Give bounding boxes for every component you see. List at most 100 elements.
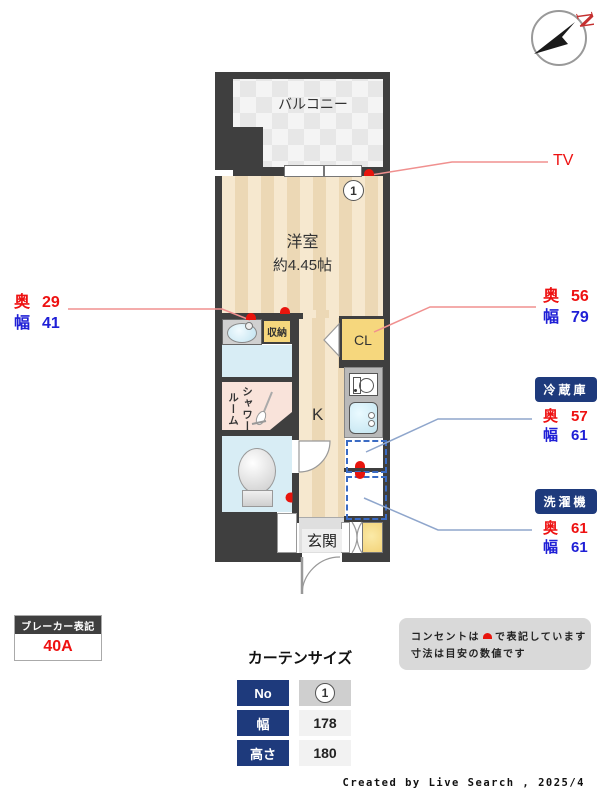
- shower-label-1: シャワー: [241, 386, 253, 432]
- closet-width-value: 79: [571, 309, 589, 326]
- stove-burner: [359, 378, 374, 393]
- closet-door-icon: [323, 322, 340, 358]
- window-number: 1: [350, 183, 357, 198]
- shower-hose: [262, 391, 273, 415]
- window-divider: [323, 166, 325, 176]
- washer-badge: 洗濯機: [535, 489, 597, 514]
- vanity-depth-value: 29: [42, 294, 60, 311]
- fridge-width-value: 61: [571, 427, 588, 444]
- storage-box: 収納: [262, 319, 292, 344]
- wall-bottom-left-block: [215, 512, 277, 553]
- stove: [349, 373, 378, 396]
- curtain-row-height-cell: 180: [299, 740, 351, 766]
- toilet-tank: [242, 490, 273, 507]
- breaker-title: ブレーカー表記: [15, 616, 101, 634]
- washroom-floor: [222, 345, 292, 377]
- kitchen-label: K: [312, 405, 324, 424]
- compass: N: [531, 7, 594, 66]
- window: [284, 165, 362, 177]
- tv-label: TV: [553, 152, 574, 169]
- wall-top: [215, 72, 390, 79]
- closet-label: CL: [354, 331, 372, 348]
- vanity-width-value: 41: [42, 315, 60, 332]
- note-line2: 寸法は目安の数値です: [411, 649, 526, 660]
- wall-wash-shower: [222, 377, 292, 382]
- fridge-dimensions: 奥 57 幅 61: [543, 407, 588, 445]
- kitchen-sink: [349, 402, 378, 434]
- note-box: コンセントは で表記しています 寸法は目安の数値です: [399, 618, 591, 670]
- breaker-value: 40A: [43, 638, 73, 655]
- fridge-badge: 冷蔵庫: [535, 377, 597, 402]
- pipe-space: [277, 513, 297, 553]
- vanity-leader-line: [68, 308, 251, 321]
- outlet-toilet: [285, 492, 293, 503]
- curtain-row-width-cell: 178: [299, 710, 351, 736]
- note-line1-suffix: で表記しています: [495, 632, 587, 643]
- stove-panel: [353, 377, 361, 394]
- breaker-box: ブレーカー表記 40A: [14, 615, 102, 661]
- wall-corridor-upper: [292, 313, 299, 440]
- kitchen-counter: [344, 367, 383, 438]
- toilet-bowl: [238, 448, 276, 494]
- wall-corridor-lower: [292, 473, 299, 523]
- storage-label: 収納: [267, 328, 287, 339]
- window-number-badge: 1: [343, 180, 364, 201]
- toilet-door-swing: [298, 440, 331, 473]
- wall-balcony-left-block: [215, 127, 263, 170]
- compass-north-letter: N: [570, 7, 594, 34]
- compass-arrow-icon: [534, 22, 575, 54]
- curtain-row-height-header: 高さ: [237, 740, 289, 766]
- outlet-legend-icon: [483, 632, 492, 639]
- outlet-vanity: [246, 313, 256, 320]
- closet-depth-label: 奥: [543, 288, 560, 305]
- wall-balcony-left: [215, 72, 233, 128]
- washer-width-value: 61: [571, 539, 588, 556]
- vanity-depth-label: 奥: [14, 294, 31, 311]
- entry-door-arc-1: [351, 521, 358, 554]
- entrance-floor-edge: [299, 516, 344, 518]
- shoe-cabinet: [362, 522, 383, 553]
- wall-balcony-right: [383, 72, 390, 176]
- stove-knob: [354, 389, 357, 392]
- wall-shower-toilet: [222, 430, 292, 436]
- wall-left: [215, 176, 222, 562]
- washer-width-label: 幅: [543, 539, 559, 556]
- curtain-row-width-header: 幅: [237, 710, 289, 736]
- fridge-placement: [346, 440, 387, 473]
- vanity-faucet: [245, 322, 253, 330]
- curtain-row-no-header: No: [237, 680, 289, 706]
- curtain-row-no-cell: 1: [299, 680, 351, 706]
- wall-right: [383, 176, 390, 562]
- shower-label-2: ルーム: [227, 392, 239, 427]
- sink-faucet-1: [368, 412, 375, 419]
- fridge-leader-line: [365, 418, 532, 453]
- wall-room-bottom: [215, 313, 303, 319]
- washer-placement: [346, 476, 387, 520]
- room-kitchen-opening: [303, 310, 339, 318]
- shower-bar: [251, 420, 267, 425]
- fridge-width-label: 幅: [543, 427, 559, 444]
- washer-depth-value: 61: [571, 520, 588, 537]
- closet-box: CL: [339, 316, 387, 363]
- outlet-room: [280, 307, 290, 314]
- tv-leader-line: [370, 161, 548, 176]
- vanity-counter: [222, 319, 262, 345]
- washer-leader-line: [363, 497, 532, 531]
- sink-faucet-2: [368, 420, 375, 427]
- washer-depth-label: 奥: [543, 520, 559, 537]
- entrance-door-swing: [301, 556, 341, 595]
- wall-closet-bottom: [339, 362, 387, 368]
- outlet-tv: [364, 169, 374, 176]
- curtain-no-value: 1: [315, 683, 335, 703]
- entrance-label: 玄関: [302, 529, 342, 552]
- outlet-fridge: [355, 461, 365, 468]
- entrance-opening: [302, 553, 342, 562]
- fridge-depth-label: 奥: [543, 408, 559, 425]
- closet-depth-value: 56: [571, 288, 589, 305]
- closet-leader-line: [373, 306, 536, 333]
- fridge-depth-value: 57: [571, 408, 588, 425]
- room-label: 洋室: [286, 234, 319, 251]
